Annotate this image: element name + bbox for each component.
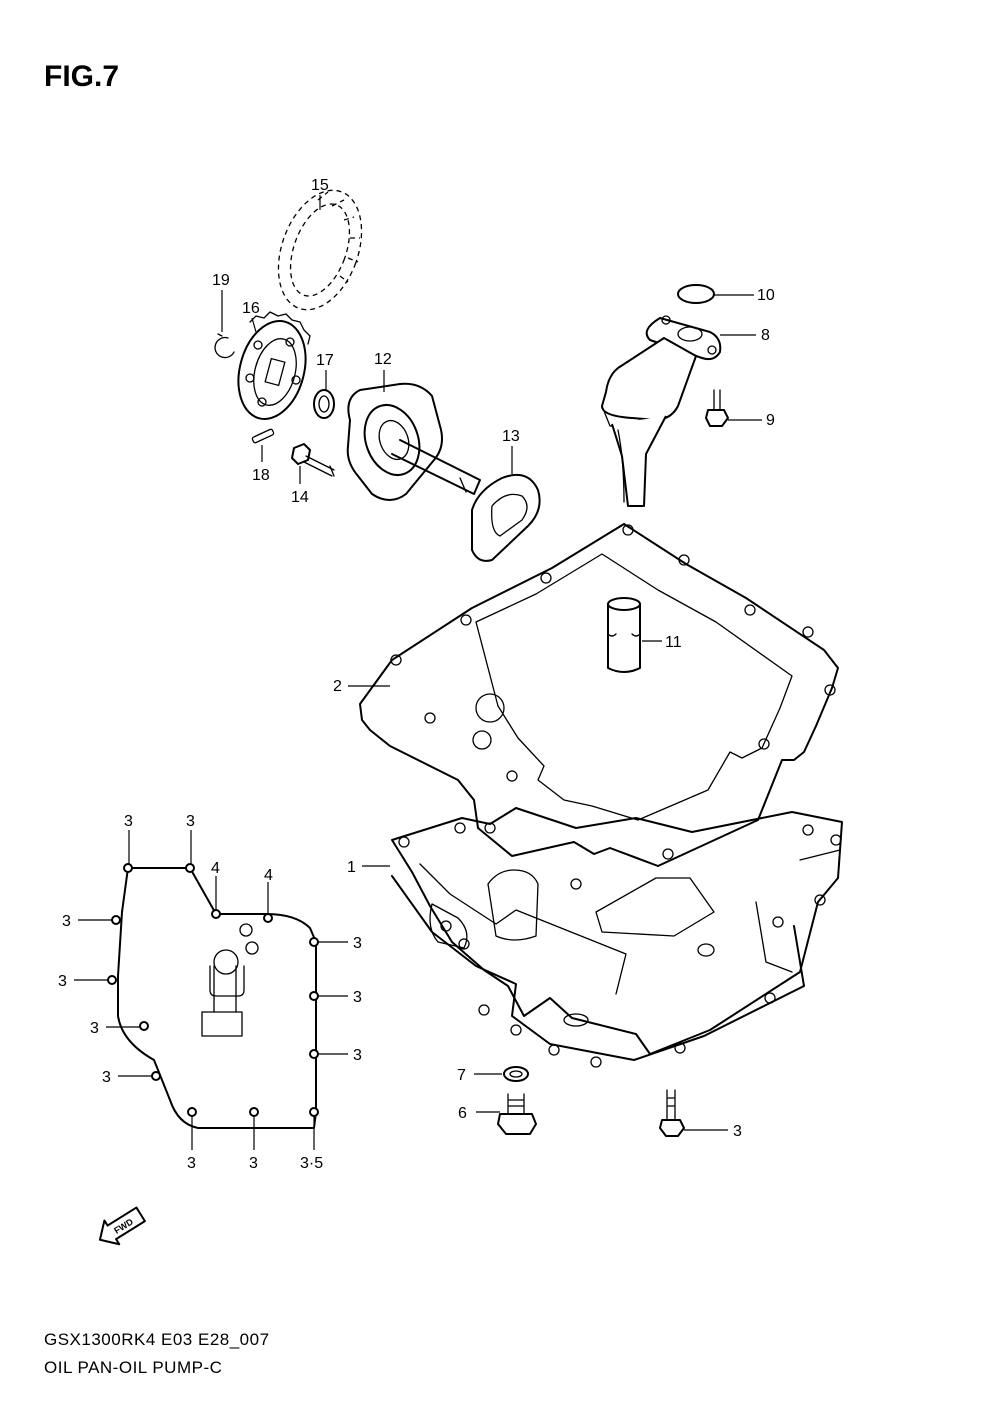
footer-name: OIL PAN-OIL PUMP-C [44,1358,223,1377]
callout-19: 19 [212,272,230,289]
callout-18: 18 [252,467,270,484]
callout-13: 13 [502,428,520,445]
part-2-gasket-plate [359,523,839,890]
callout-14: 14 [291,489,309,506]
callout-8: 8 [761,327,770,344]
pan-callout-top-left-b: 3 [186,813,195,830]
callout-11: 11 [665,634,682,651]
pan-callout-left-1: 3 [62,913,71,930]
callout-3-bolt: 3 [733,1123,742,1140]
part-3-bolt [659,1089,685,1137]
pan-callout-top-mid-b: 4 [264,867,273,884]
pan-callout-left-3: 3 [90,1020,99,1037]
figure-title: FIG.7 [44,60,120,93]
pan-callout-right-1: 3 [353,935,362,952]
part-12-oil-pump [346,382,481,501]
part-11-dowel [607,597,641,673]
part-1-oil-pan [391,807,843,1068]
fwd-arrow-icon: FWD [98,1206,146,1246]
callout-9: 9 [766,412,775,429]
part-14-bolt [291,443,335,477]
pan-callout-bottom-3: 3·5 [300,1155,323,1172]
pan-callout-right-3: 3 [353,1047,362,1064]
pan-callout-bottom-2: 3 [249,1155,258,1172]
callout-12: 12 [374,351,392,368]
callout-7: 7 [457,1067,466,1084]
part-19-circlip [214,333,235,359]
part-6-drain-plug [497,1093,537,1135]
callout-2: 2 [333,678,342,695]
part-18-pin [251,428,275,444]
footer-code: GSX1300RK4 E03 E28_007 [44,1330,270,1349]
part-8-oil-strainer [601,315,722,507]
pan-callout-left-4: 3 [102,1069,111,1086]
callout-16: 16 [242,300,260,317]
pan-callout-left-2: 3 [58,973,67,990]
part-17-washer [313,389,335,419]
pan-callout-right-2: 3 [353,989,362,1006]
callout-17: 17 [316,352,334,369]
part-15-ring [277,189,363,311]
callout-10: 10 [757,287,775,304]
callout-6: 6 [458,1105,467,1122]
pan-callout-top-mid-a: 4 [211,860,220,877]
part-7-washer [503,1066,529,1082]
pan-callout-top-left-a: 3 [124,813,133,830]
pan-bolt-layout [107,863,319,1129]
callout-15: 15 [311,177,329,194]
part-13-gasket [471,474,541,562]
part-16-gear [237,311,311,421]
part-10-o-ring [677,284,715,304]
pan-callout-bottom-1: 3 [187,1155,196,1172]
callout-1: 1 [347,859,356,876]
part-9-bolt [705,389,729,427]
